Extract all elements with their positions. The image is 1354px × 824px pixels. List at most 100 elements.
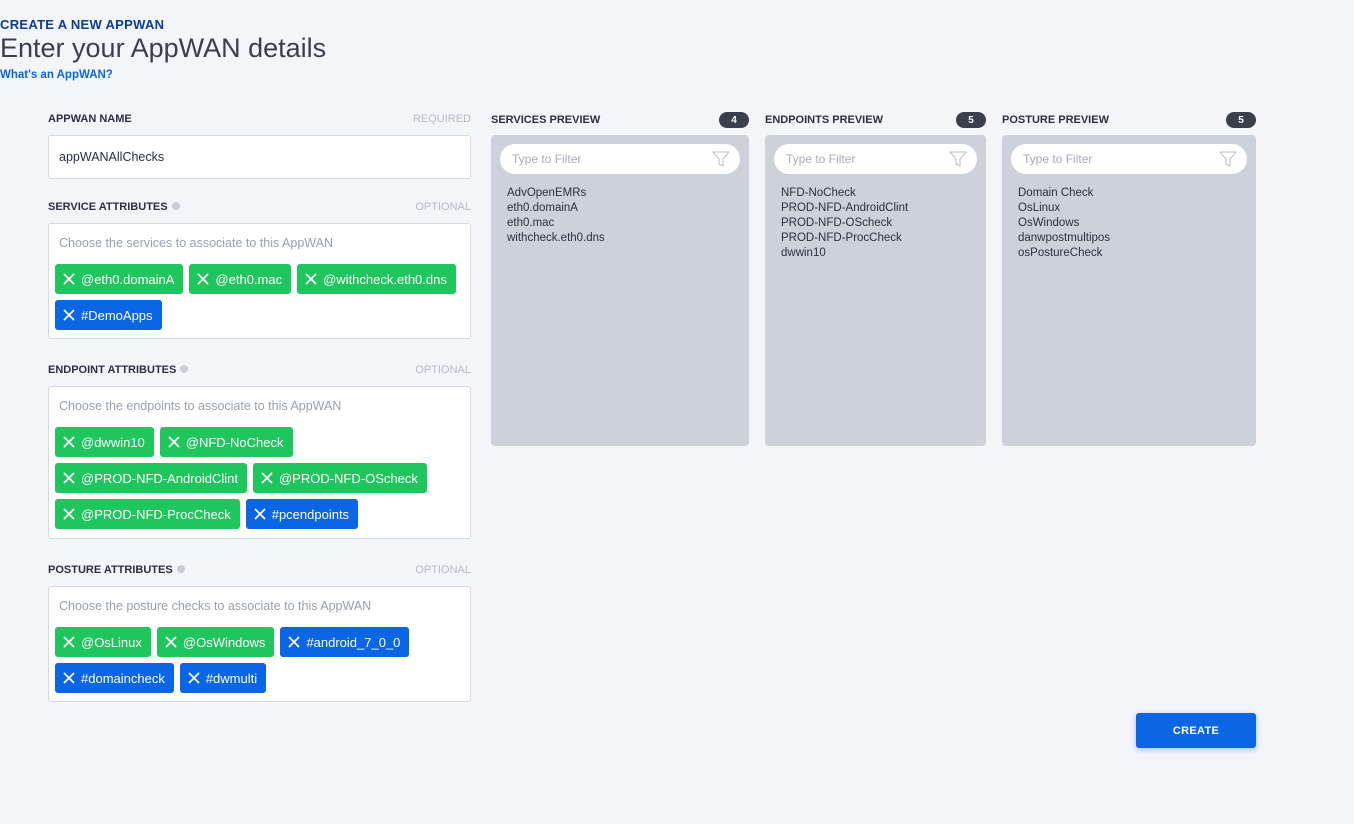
- posture-attributes-field[interactable]: Choose the posture checks to associate t…: [48, 586, 471, 702]
- endpoints-preview-panel: NFD-NoCheckPROD-NFD-AndroidClintPROD-NFD…: [765, 135, 986, 446]
- endpoint-chip-list: @dwwin10 @NFD-NoCheck @PROD-NFD-AndroidCli…: [55, 427, 464, 529]
- page-title: Enter your AppWAN details: [0, 33, 327, 63]
- services-filter-input[interactable]: [512, 152, 728, 166]
- required-tag: REQUIRED: [412, 113, 471, 125]
- list-item: PROD-NFD-OScheck: [781, 217, 893, 229]
- remove-chip-icon[interactable]: [63, 472, 75, 484]
- remove-chip-icon[interactable]: [197, 273, 209, 285]
- filter-icon[interactable]: [1219, 151, 1237, 167]
- remove-chip-icon[interactable]: [63, 273, 75, 285]
- attribute-chip[interactable]: @NFD-NoCheck: [159, 427, 293, 457]
- chip-label: #DemoApps: [81, 307, 153, 323]
- list-item: eth0.domainA: [507, 202, 578, 214]
- whats-an-appwan-link[interactable]: What's an AppWAN?: [0, 69, 113, 81]
- attribute-chip[interactable]: #pcendpoints: [245, 499, 359, 529]
- posture-preview-panel: Domain CheckOsLinuxOsWindowsdanwpostmult…: [1002, 135, 1256, 446]
- list-item: OsLinux: [1018, 202, 1061, 214]
- endpoint-attributes-placeholder: Choose the endpoints to associate to thi…: [59, 399, 342, 413]
- appwan-name-label-row: APPWAN NAME REQUIRED: [48, 112, 471, 126]
- list-item: eth0.mac: [507, 217, 555, 229]
- services-preview-panel: AdvOpenEMRseth0.domainAeth0.macwithcheck…: [491, 135, 749, 446]
- attribute-chip[interactable]: @PROD-NFD-ProcCheck: [55, 499, 240, 529]
- remove-chip-icon[interactable]: [305, 273, 317, 285]
- list-item: NFD-NoCheck: [781, 187, 856, 199]
- services-filter[interactable]: [500, 144, 740, 174]
- create-button[interactable]: CREATE: [1136, 713, 1256, 748]
- chip-label: @NFD-NoCheck: [185, 434, 284, 450]
- optional-tag: OPTIONAL: [415, 364, 471, 376]
- remove-chip-icon[interactable]: [261, 472, 273, 484]
- remove-chip-icon[interactable]: [63, 672, 75, 684]
- remove-chip-icon[interactable]: [165, 636, 177, 648]
- remove-chip-icon[interactable]: [254, 508, 266, 520]
- attribute-chip[interactable]: @withcheck.eth0.dns: [297, 264, 456, 294]
- attribute-chip[interactable]: @OsWindows: [156, 627, 275, 657]
- appwan-name-input[interactable]: [48, 135, 471, 179]
- chip-label: #dwmulti: [205, 670, 258, 686]
- posture-count-badge: 5: [1226, 112, 1256, 128]
- appwan-name-label: APPWAN NAME: [48, 113, 132, 125]
- attribute-chip[interactable]: #domaincheck: [55, 663, 174, 693]
- posture-chip-list: @OsLinux @OsWindows #android_7_0_0 #domainc…: [55, 627, 464, 693]
- attribute-chip[interactable]: @PROD-NFD-AndroidClint: [55, 463, 247, 493]
- remove-chip-icon[interactable]: [63, 309, 75, 321]
- service-attributes-label: SERVICE ATTRIBUTES: [48, 201, 168, 213]
- endpoints-preview-label: ENDPOINTS PREVIEW: [765, 114, 883, 126]
- chip-label: @OsLinux: [81, 634, 142, 650]
- filter-icon[interactable]: [949, 151, 967, 167]
- list-item: dwwin10: [781, 247, 826, 259]
- remove-chip-icon[interactable]: [168, 436, 180, 448]
- attribute-chip[interactable]: @dwwin10: [55, 427, 154, 457]
- filter-icon[interactable]: [712, 151, 730, 167]
- posture-attributes-label-row: POSTURE ATTRIBUTES OPTIONAL: [48, 563, 471, 577]
- posture-preview-header: POSTURE PREVIEW 5: [1002, 112, 1256, 128]
- endpoints-preview-header: ENDPOINTS PREVIEW 5: [765, 112, 986, 128]
- chip-label: @PROD-NFD-AndroidClint: [81, 470, 238, 486]
- posture-filter[interactable]: [1011, 144, 1247, 174]
- attribute-chip[interactable]: #dwmulti: [179, 663, 267, 693]
- posture-attributes-placeholder: Choose the posture checks to associate t…: [59, 599, 372, 613]
- chip-label: @PROD-NFD-OScheck: [278, 470, 418, 486]
- attribute-chip[interactable]: @eth0.mac: [189, 264, 292, 294]
- endpoint-attributes-field[interactable]: Choose the endpoints to associate to thi…: [48, 386, 471, 539]
- service-attributes-field[interactable]: Choose the services to associate to this…: [48, 223, 471, 339]
- posture-attributes-label: POSTURE ATTRIBUTES: [48, 564, 173, 576]
- list-item: osPostureCheck: [1018, 247, 1103, 259]
- remove-chip-icon[interactable]: [63, 636, 75, 648]
- services-preview-label: SERVICES PREVIEW: [491, 114, 601, 126]
- page-kicker: CREATE A NEW APPWAN: [0, 17, 165, 32]
- chip-label: #pcendpoints: [271, 506, 350, 522]
- endpoints-filter[interactable]: [774, 144, 977, 174]
- remove-chip-icon[interactable]: [63, 436, 75, 448]
- remove-chip-icon[interactable]: [63, 508, 75, 520]
- attribute-chip[interactable]: @PROD-NFD-OScheck: [252, 463, 427, 493]
- service-attributes-placeholder: Choose the services to associate to this…: [59, 236, 333, 250]
- remove-chip-icon[interactable]: [188, 672, 200, 684]
- chip-label: @eth0.mac: [215, 271, 283, 287]
- chip-label: @OsWindows: [182, 634, 266, 650]
- endpoint-attributes-label-row: ENDPOINT ATTRIBUTES OPTIONAL: [48, 363, 471, 377]
- attribute-chip[interactable]: @OsLinux: [55, 627, 151, 657]
- info-icon[interactable]: [180, 365, 189, 374]
- attribute-chip[interactable]: @eth0.domainA: [55, 264, 184, 294]
- list-item: PROD-NFD-AndroidClint: [781, 202, 909, 214]
- info-icon[interactable]: [171, 202, 180, 211]
- list-item: danwpostmultipos: [1018, 232, 1111, 244]
- info-icon[interactable]: [176, 565, 185, 574]
- posture-preview-label: POSTURE PREVIEW: [1002, 114, 1109, 126]
- service-chip-list: @eth0.domainA @eth0.mac @withcheck.eth0.dn…: [55, 264, 464, 330]
- list-item: OsWindows: [1018, 217, 1080, 229]
- chip-label: @dwwin10: [81, 434, 145, 450]
- service-attributes-label-row: SERVICE ATTRIBUTES OPTIONAL: [48, 200, 471, 214]
- services-preview-header: SERVICES PREVIEW 4: [491, 112, 749, 128]
- posture-filter-input[interactable]: [1023, 152, 1235, 166]
- optional-tag: OPTIONAL: [415, 201, 471, 213]
- attribute-chip[interactable]: #android_7_0_0: [280, 627, 410, 657]
- endpoints-filter-input[interactable]: [786, 152, 965, 166]
- services-count-badge: 4: [719, 112, 749, 128]
- attribute-chip[interactable]: #DemoApps: [55, 300, 162, 330]
- chip-label: @withcheck.eth0.dns: [323, 271, 447, 287]
- list-item: PROD-NFD-ProcCheck: [781, 232, 902, 244]
- remove-chip-icon[interactable]: [288, 636, 300, 648]
